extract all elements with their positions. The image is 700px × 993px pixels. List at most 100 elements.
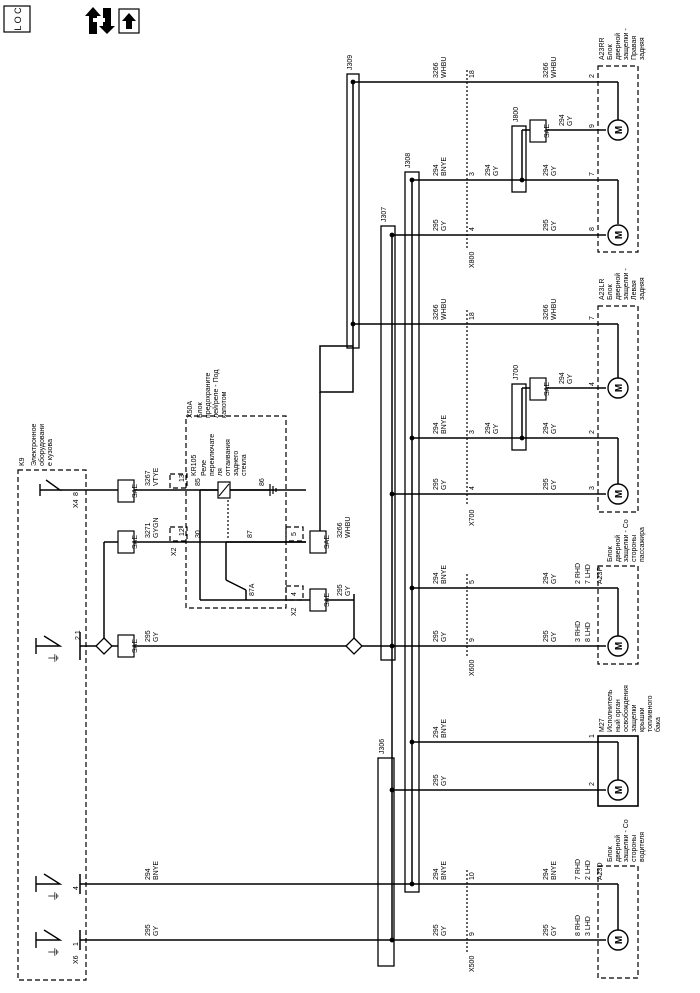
svg-text:GY: GY <box>441 632 448 642</box>
toolbar: L O C <box>3 5 140 34</box>
svg-text:GY: GY <box>153 632 160 642</box>
wires <box>60 81 619 950</box>
svg-text:Левая: Левая <box>631 280 638 300</box>
loc-button[interactable]: L O C <box>3 5 31 33</box>
svg-text:GY: GY <box>567 116 574 126</box>
svg-text:M: M <box>614 786 625 794</box>
svg-text:295: 295 <box>145 630 152 642</box>
motor-a23p <box>607 635 629 657</box>
svg-text:295: 295 <box>433 219 440 231</box>
up-arrow-icon <box>122 13 136 29</box>
j308-label: J308 <box>405 153 412 168</box>
svg-text:87A: 87A <box>249 583 256 596</box>
svg-text:GY: GY <box>551 424 558 434</box>
svg-text:GY: GY <box>551 574 558 584</box>
k9-ref: K9 <box>19 457 26 466</box>
j306-shield <box>377 757 395 967</box>
svg-text:ный орган: ный орган <box>614 699 622 732</box>
sae-label: SAE <box>324 535 331 549</box>
a23lr-ref: A23LR <box>599 279 606 300</box>
svg-text:защелки - Со: защелки - Со <box>623 819 630 862</box>
svg-text:водителя: водителя <box>639 832 646 862</box>
svg-text:7 RHD: 7 RHD <box>575 859 582 880</box>
svg-text:8 RHD: 8 RHD <box>575 915 582 936</box>
svg-text:7: 7 <box>589 316 596 320</box>
svg-text:GY: GY <box>441 776 448 786</box>
up-arrow-button[interactable] <box>118 8 140 34</box>
svg-text:капотом: капотом <box>221 391 228 418</box>
a23rr-box <box>597 65 639 253</box>
reverse-flow-icon <box>85 7 115 34</box>
ground-icon: ⏚ <box>47 890 61 902</box>
x2-connector-b <box>285 526 304 542</box>
j307-shield <box>380 225 396 661</box>
svg-text:пассажира: пассажира <box>639 527 646 562</box>
svg-text:294: 294 <box>559 372 566 384</box>
svg-text:87: 87 <box>247 530 254 538</box>
j306-label: J306 <box>379 739 386 754</box>
j800-block <box>511 125 527 193</box>
svg-text:3 LHD: 3 LHD <box>585 916 592 936</box>
svg-text:8 LHD: 8 LHD <box>585 622 592 642</box>
x600-label: X600 <box>469 660 476 676</box>
svg-text:2 LHD: 2 LHD <box>585 860 592 880</box>
svg-text:294: 294 <box>543 422 550 434</box>
svg-text:7: 7 <box>589 172 596 176</box>
svg-text:2: 2 <box>589 430 596 434</box>
svg-text:18: 18 <box>469 70 476 78</box>
svg-text:Блок: Блок <box>607 283 614 300</box>
svg-text:BNYE: BNYE <box>441 861 448 880</box>
svg-text:дверной: дверной <box>614 273 622 300</box>
pin-8: 8 <box>73 492 80 496</box>
svg-text:защелки - Со: защелки - Со <box>623 519 630 562</box>
svg-text:задняя: задняя <box>639 37 646 60</box>
svg-text:GYGN: GYGN <box>153 517 160 538</box>
sae-boxes <box>117 119 547 658</box>
ground-symbols: ⏚ ⏚ ⏚ <box>47 652 61 958</box>
svg-text:GY: GY <box>551 926 558 936</box>
j308-shield <box>404 171 420 893</box>
svg-text:4: 4 <box>589 382 596 386</box>
j309-label: J309 <box>347 55 354 70</box>
j309-shield <box>346 73 360 349</box>
svg-text:GY: GY <box>441 926 448 936</box>
svg-text:GY: GY <box>551 632 558 642</box>
svg-text:WHBU: WHBU <box>551 57 558 78</box>
svg-text:8: 8 <box>589 227 596 231</box>
a23d-ref: A23D <box>597 862 604 880</box>
reverse-flow-button[interactable] <box>85 7 115 34</box>
x50a-ref: X50A <box>187 401 194 418</box>
svg-text:BNYE: BNYE <box>441 157 448 176</box>
svg-text:дверной: дверной <box>614 33 622 60</box>
svg-text:294: 294 <box>485 164 492 176</box>
svg-text:M: M <box>614 936 625 944</box>
svg-text:3266: 3266 <box>543 304 550 320</box>
svg-text:4: 4 <box>73 886 80 890</box>
rotated-labels: K9 Электронное оборудовани е кузова X4 8… <box>19 28 662 972</box>
svg-text:1: 1 <box>73 942 80 946</box>
svg-text:X2: X2 <box>291 607 298 616</box>
sae-labels: SAE SAE SAE SAE SAE SAE SAE <box>132 124 551 653</box>
svg-text:предохраните: предохраните <box>205 372 212 418</box>
svg-text:3266: 3266 <box>433 62 440 78</box>
x50a-fusebox <box>185 415 287 609</box>
svg-text:2: 2 <box>589 782 596 786</box>
svg-text:WHBU: WHBU <box>345 517 352 538</box>
svg-text:Электронное: Электронное <box>31 423 38 466</box>
svg-text:GY: GY <box>567 374 574 384</box>
ground-icon: ⏚ <box>47 652 61 664</box>
svg-text:бака: бака <box>654 717 662 732</box>
motors <box>607 119 629 951</box>
svg-text:GY: GY <box>441 221 448 231</box>
svg-text:топливного: топливного <box>647 695 654 732</box>
svg-text:9: 9 <box>469 932 476 936</box>
svg-text:BNYE: BNYE <box>441 565 448 584</box>
motor-a23rr-2 <box>607 224 629 246</box>
sae-label: SAE <box>544 382 551 396</box>
svg-text:Блок: Блок <box>607 545 614 562</box>
svg-text:30: 30 <box>195 530 202 538</box>
svg-text:BNYE: BNYE <box>153 861 160 880</box>
svg-text:12: 12 <box>179 528 186 536</box>
svg-text:85: 85 <box>195 478 202 486</box>
svg-text:защелки -: защелки - <box>623 268 630 300</box>
